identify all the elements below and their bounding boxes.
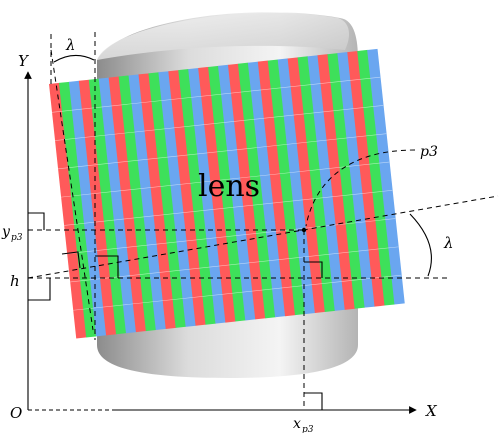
stripe-red xyxy=(347,50,385,307)
y-axis-label: Y xyxy=(18,52,30,70)
stripe-blue xyxy=(68,80,107,337)
h-label: h xyxy=(10,272,20,290)
pixel-row-divider xyxy=(58,133,387,170)
pixel-row-divider xyxy=(64,189,393,226)
right-angle-marks xyxy=(28,212,323,410)
stripe-red xyxy=(108,76,147,333)
stripe-red xyxy=(138,73,177,329)
stripe-blue xyxy=(307,55,346,311)
stripe-green xyxy=(178,69,216,325)
xp3-sub: p3 xyxy=(302,425,314,433)
stripe-red xyxy=(78,79,117,336)
stripe-green xyxy=(267,59,306,316)
stripe-red xyxy=(257,60,296,317)
p3-label: p3 xyxy=(420,144,438,160)
stripe-red xyxy=(49,82,87,339)
xp3-label: x p3 xyxy=(293,416,314,433)
stripe-red xyxy=(198,66,236,323)
yp3-main: y xyxy=(1,224,11,240)
pixel-row-divider xyxy=(51,76,381,113)
lambda-right-arc xyxy=(409,213,432,277)
stripe-blue xyxy=(337,52,375,308)
stripe-green xyxy=(357,49,395,306)
lambda-top-arc xyxy=(53,54,95,63)
stripe-blue xyxy=(158,71,196,327)
lambda-right-label: λ xyxy=(443,234,454,252)
lens-label: lens xyxy=(198,169,260,204)
x-axis-label: X xyxy=(425,402,438,420)
stripe-green xyxy=(297,56,336,312)
tilted-corner-mark xyxy=(61,251,81,269)
stripe-red xyxy=(317,54,356,310)
stripe-blue xyxy=(277,58,316,315)
xp-corner-mark xyxy=(304,392,323,410)
rgb-pixel-grid xyxy=(49,48,405,339)
p3-text: p3 xyxy=(420,144,438,160)
angle-arcs xyxy=(53,54,432,277)
stripe-red xyxy=(168,70,206,326)
tilted-stripe-edge-dashed xyxy=(50,49,94,331)
p3-corner-mark xyxy=(304,261,323,278)
origin-label: O xyxy=(10,404,22,422)
tilted-reference-dashed xyxy=(27,195,499,279)
pixel-row-divider xyxy=(61,161,390,198)
construction-lines xyxy=(27,32,499,410)
point-p3-marker xyxy=(301,227,307,233)
xp3-main: x xyxy=(293,416,301,432)
yp3-sub: p3 xyxy=(11,233,23,243)
stripe-red xyxy=(227,63,266,320)
axes xyxy=(24,71,417,414)
pixel-row-divider xyxy=(55,105,384,141)
stripe-green xyxy=(118,75,157,332)
stripe-blue xyxy=(218,64,256,321)
cylinder-top-cap xyxy=(97,12,350,60)
stripe-blue xyxy=(247,61,286,318)
stripe-green xyxy=(88,78,127,335)
pixel-row-divider xyxy=(70,246,399,283)
stripe-blue xyxy=(188,67,226,324)
pixel-row-divider xyxy=(73,274,402,311)
stripe-green xyxy=(327,53,365,309)
stripe-green xyxy=(148,72,187,328)
stripe-blue xyxy=(128,74,167,331)
stripe-green xyxy=(208,65,246,322)
stripe-blue xyxy=(367,48,405,305)
yp3-label: y p3 xyxy=(1,224,23,243)
stripe-green xyxy=(237,62,276,319)
vertical-corner-mark xyxy=(95,255,119,278)
h-bracket xyxy=(28,278,51,301)
stripe-red xyxy=(287,57,326,314)
pixel-row-divider xyxy=(67,218,396,254)
yp-bracket xyxy=(28,212,45,230)
p3-leader-dashed xyxy=(305,149,416,227)
stripe-blue xyxy=(98,77,137,334)
stripe-green xyxy=(58,81,97,338)
lambda-top-label: λ xyxy=(65,36,76,54)
